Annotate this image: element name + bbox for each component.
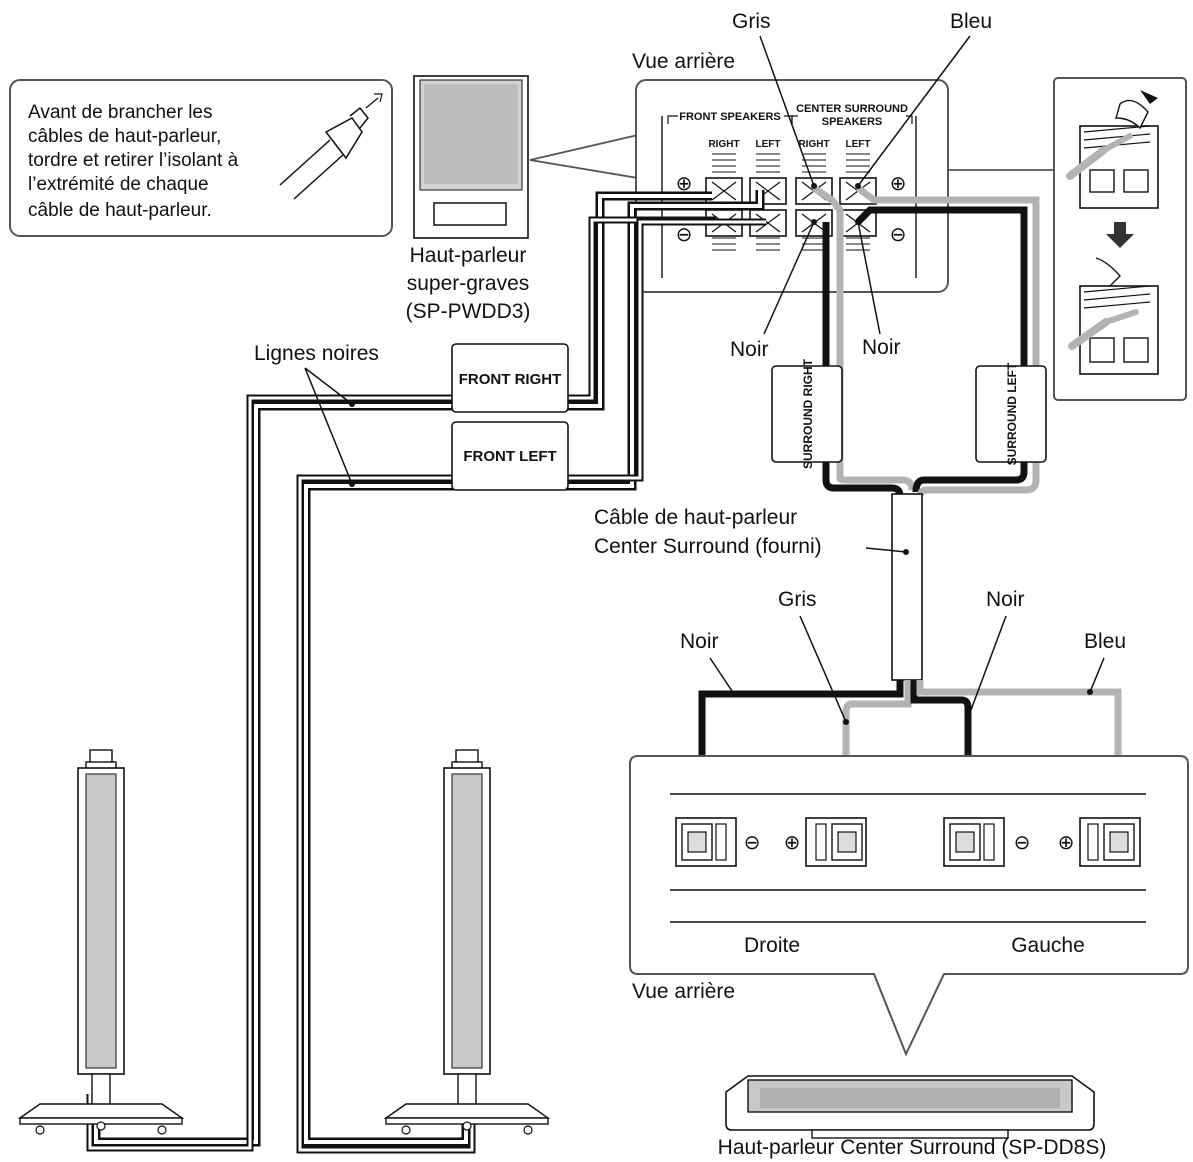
center-speaker-illustration — [725, 1075, 1095, 1139]
terminal-insertion-inset — [1053, 77, 1187, 401]
blue-label-top: Bleu — [950, 10, 992, 33]
bottom-left-black-wire — [910, 680, 972, 848]
down-arrow-icon — [1106, 222, 1134, 248]
surround-left-tag-label: SURROUND LEFT — [1005, 362, 1019, 465]
surround-right-black-wire — [822, 222, 904, 497]
black-lines-label: Lignes noires — [254, 342, 379, 365]
tip-line-5: câble de haut-parleur. — [28, 200, 212, 221]
gray-label-top: Gris — [732, 10, 771, 33]
front-left-tag-label: FRONT LEFT — [463, 448, 556, 465]
front-right-speaker-wire-b — [86, 216, 716, 1152]
gray-label-bottom: Gris — [778, 588, 817, 611]
front-right-terminal-label: RIGHT — [708, 139, 739, 150]
cable-label-line-2: Center Surround (fourni) — [594, 535, 822, 558]
tip-line-4: l’extrémité de chaque — [28, 174, 209, 195]
minus-symbol-right: ⊖ — [890, 224, 907, 246]
front-right-tag-label: FRONT RIGHT — [459, 371, 562, 388]
minus-symbol-left: ⊖ — [676, 224, 693, 246]
twisted-wire-icon — [279, 93, 383, 200]
minus-symbol-droite: ⊖ — [744, 832, 761, 854]
subwoofer-line-2: super-graves — [407, 272, 530, 295]
left-channel-label: Gauche — [1011, 934, 1085, 957]
rear-view-label-bottom: Vue arrière — [632, 980, 735, 1003]
front-left-terminal-label: LEFT — [756, 139, 781, 150]
surround-right-terminal-label: RIGHT — [798, 139, 829, 150]
tip-line-1: Avant de brancher les — [28, 102, 213, 123]
plus-symbol-left: ⊕ — [676, 173, 693, 195]
center-surround-label: CENTER SURROUND — [796, 103, 908, 115]
subwoofer-model: (SP-PWDD3) — [406, 300, 531, 323]
subwoofer-illustration — [413, 75, 639, 239]
front-left-tag: FRONT LEFT — [451, 421, 569, 491]
black-label-bottom-left: Noir — [680, 630, 719, 653]
right-channel-label: Droite — [744, 934, 800, 957]
blue-label-bottom: Bleu — [1084, 630, 1126, 653]
tip-line-2: câbles de haut-parleur, — [28, 126, 221, 147]
tip-box: Avant de brancher les câbles de haut-par… — [9, 79, 393, 237]
minus-symbol-gauche: ⊖ — [1014, 832, 1031, 854]
surround-right-tag-label: SURROUND RIGHT — [801, 358, 815, 469]
cable-label-line-1: Câble de haut-parleur — [594, 506, 797, 529]
push-arrow-icon — [1140, 90, 1158, 104]
subwoofer-line-1: Haut-parleur — [410, 244, 527, 267]
rear-view-label-top: Vue arrière — [632, 50, 735, 73]
front-left-speaker-illustration — [383, 749, 551, 1135]
plus-symbol-droite: ⊕ — [784, 832, 801, 854]
center-surround-cable — [891, 493, 923, 681]
front-speakers-label: FRONT SPEAKERS — [679, 111, 780, 123]
front-left-speaker-wire-b — [296, 218, 766, 1154]
center-speaker-caption: Haut-parleur Center Surround (SP-DD8S) — [718, 1136, 1107, 1159]
front-right-speaker-wire — [91, 191, 712, 1147]
center-surround-speakers-label: SPEAKERS — [822, 116, 883, 128]
plus-symbol-gauche: ⊕ — [1058, 832, 1075, 854]
surround-right-tag: SURROUND RIGHT — [771, 358, 843, 469]
surround-left-gray-wire — [855, 185, 1040, 497]
surround-left-tag: SURROUND LEFT — [975, 362, 1047, 465]
surround-left-black-wire — [855, 206, 1028, 493]
black-label-bottom-right: Noir — [986, 588, 1025, 611]
front-right-tag: FRONT RIGHT — [451, 343, 569, 413]
black-lines-leader-1 — [304, 367, 353, 405]
black-label-right: Noir — [862, 336, 901, 359]
plus-symbol-right: ⊕ — [890, 173, 907, 195]
tip-line-3: tordre et retirer l’isolant à — [28, 150, 239, 171]
center-speaker-rear-panel — [629, 755, 1189, 1057]
subwoofer-rear-panel: FRONT SPEAKERS CENTER SURROUND SPEAKERS … — [635, 79, 1054, 293]
surround-left-terminal-label: LEFT — [846, 139, 871, 150]
surround-right-gray-wire — [812, 185, 916, 491]
black-label-left: Noir — [730, 338, 769, 361]
black-lines-leader-2 — [304, 367, 353, 485]
bottom-right-gray-wire — [842, 680, 912, 848]
front-right-speaker-illustration — [17, 749, 185, 1135]
